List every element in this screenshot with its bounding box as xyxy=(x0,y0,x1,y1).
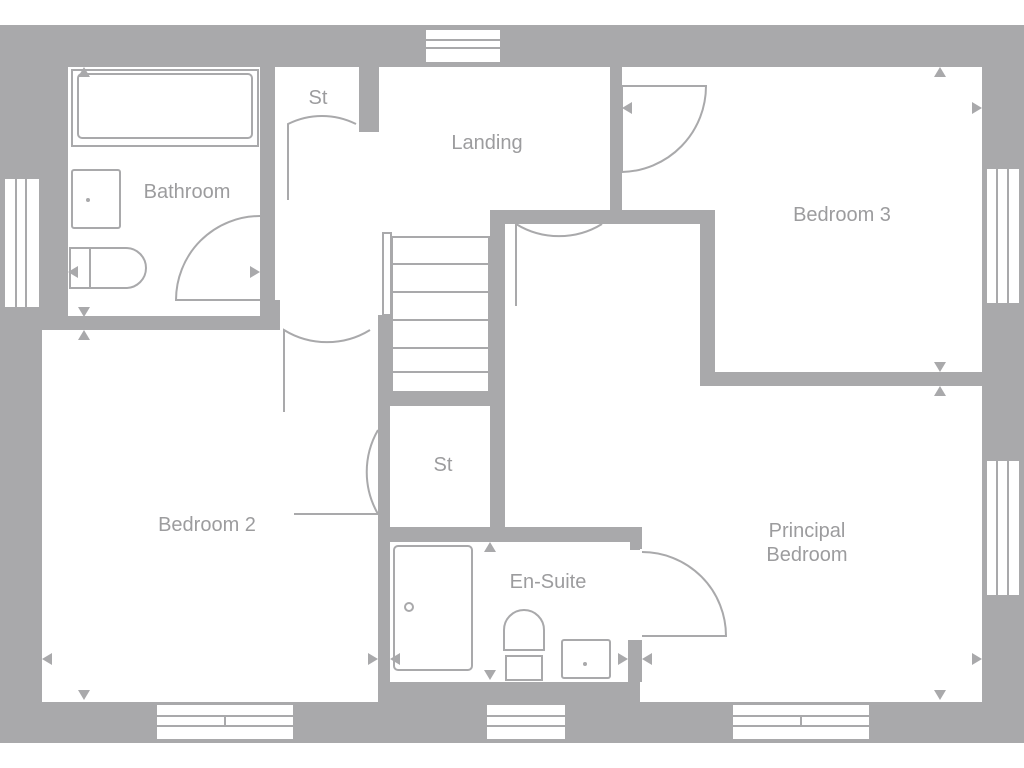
door-bathroom xyxy=(174,215,261,301)
door-ensuite xyxy=(641,551,728,637)
window-bathroom-left xyxy=(3,177,41,309)
window-landing-top xyxy=(424,28,502,64)
door-principal xyxy=(515,222,603,306)
label-ensuite: En-Suite xyxy=(510,571,587,593)
window-principal-bottom xyxy=(731,703,871,741)
windows xyxy=(3,28,1021,741)
window-ensuite-bottom xyxy=(485,703,567,741)
label-store-top: St xyxy=(309,87,328,109)
principal-floor xyxy=(505,224,705,542)
doors xyxy=(174,85,728,637)
door-store-mid xyxy=(294,429,380,515)
label-bathroom: Bathroom xyxy=(144,181,231,203)
internal-walls xyxy=(42,67,982,740)
window-bedroom2-bottom xyxy=(155,703,295,741)
label-bedroom3: Bedroom 3 xyxy=(793,204,891,226)
label-principal-line2: Bedroom xyxy=(766,544,847,566)
dimension-markers xyxy=(42,67,982,700)
ensuite-toilet xyxy=(503,609,545,681)
bathroom-toilet xyxy=(69,247,147,289)
bedroom3-floor xyxy=(622,67,982,217)
door-bedroom2 xyxy=(283,328,371,412)
door-store-top xyxy=(287,114,357,200)
room-labels: Bathroom St Landing Bedroom 3 Bedroom 2 … xyxy=(144,87,891,593)
label-bedroom2: Bedroom 2 xyxy=(158,514,256,536)
ensuite-floor-ext xyxy=(630,550,650,640)
bathroom-bath xyxy=(71,69,259,147)
label-principal-line1: Principal xyxy=(769,520,846,542)
landing-floor xyxy=(275,67,610,210)
principal-floor-bottom xyxy=(640,540,982,702)
fixtures xyxy=(69,69,611,681)
bedroom2-floor xyxy=(42,330,378,702)
staircase xyxy=(382,232,490,393)
ensuite-basin xyxy=(561,639,611,679)
store-mid-floor xyxy=(390,406,490,527)
door-bedroom3 xyxy=(621,85,708,173)
window-principal-right xyxy=(985,459,1021,597)
bathroom-basin xyxy=(71,169,121,229)
label-store-mid: St xyxy=(434,454,453,476)
ensuite-shower xyxy=(393,545,473,671)
window-bedroom3-right xyxy=(985,167,1021,305)
bedroom3-floor-lower xyxy=(715,210,982,375)
label-landing: Landing xyxy=(451,132,522,154)
